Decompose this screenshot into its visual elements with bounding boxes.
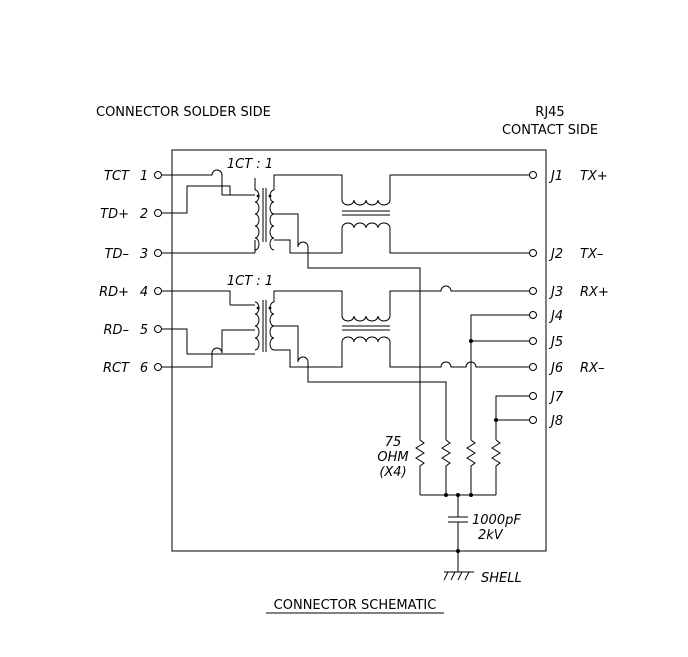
- right-pin-id: J7: [548, 390, 564, 405]
- right-pin-terminals: [529, 171, 537, 424]
- left-pin-number: 2: [140, 207, 148, 222]
- left-pin-number: 5: [140, 323, 148, 338]
- right-pin-name: TX+: [580, 169, 608, 184]
- left-pin-terminals: [154, 171, 162, 371]
- connector-outline: [171, 149, 547, 552]
- left-pin-name: RD+: [99, 285, 129, 300]
- schematic-title: CONNECTOR SCHEMATIC: [274, 598, 437, 613]
- unused-pairs: [469, 314, 529, 440]
- right-pin-id: J1: [548, 169, 563, 184]
- capacitor-value: 1000pF: [472, 513, 521, 528]
- contact-side-label: CONTACT SIDE: [502, 123, 598, 138]
- right-pin-id: J8: [548, 414, 563, 429]
- shell-label: SHELL: [481, 571, 522, 586]
- rx-channel: 1CT : 1: [162, 274, 529, 440]
- right-pin-name: RX+: [580, 285, 609, 300]
- rj45-label: RJ45: [535, 105, 564, 120]
- left-pin-name: RCT: [103, 361, 130, 376]
- resistor-unit: OHM: [377, 450, 408, 465]
- right-pin-id: J4: [548, 309, 563, 324]
- right-pin-name: RX–: [580, 361, 604, 376]
- right-pin-id: J3: [548, 285, 563, 300]
- solder-side-label: CONNECTOR SOLDER SIDE: [96, 105, 271, 120]
- left-pin-name: TD–: [105, 247, 129, 262]
- resistor-count: (X4): [379, 465, 406, 480]
- left-pin-labels: TCT 1 TD+ 2 TD– 3 RD+ 4 RD– 5 RCT 6: [99, 169, 148, 376]
- left-pin-number: 4: [140, 285, 148, 300]
- tx-transformer-ratio: 1CT : 1: [227, 157, 273, 172]
- resistor-value: 75: [385, 435, 402, 450]
- capacitor: [448, 495, 468, 572]
- left-pin-number: 3: [140, 247, 148, 262]
- rx-transformer-ratio: 1CT : 1: [227, 274, 273, 289]
- right-pin-id: J5: [548, 335, 563, 350]
- right-pin-id: J6: [548, 361, 563, 376]
- left-pin-number: 6: [140, 361, 148, 376]
- left-pin-name: RD–: [103, 323, 129, 338]
- termination-resistors: [415, 439, 501, 497]
- shell-ground-icon: [443, 571, 474, 581]
- left-pin-name: TCT: [104, 169, 130, 184]
- capacitor-rating: 2kV: [478, 528, 504, 543]
- left-pin-number: 1: [140, 169, 148, 184]
- right-pin-id: J2: [548, 247, 563, 262]
- right-pin-labels: J1 TX+ J2 TX– J3 RX+ J4 J5 J6 RX– J7 J8: [548, 169, 609, 429]
- tx-channel: 1CT : 1: [162, 157, 529, 440]
- right-pin-name: TX–: [580, 247, 603, 262]
- left-pin-name: TD+: [100, 207, 129, 222]
